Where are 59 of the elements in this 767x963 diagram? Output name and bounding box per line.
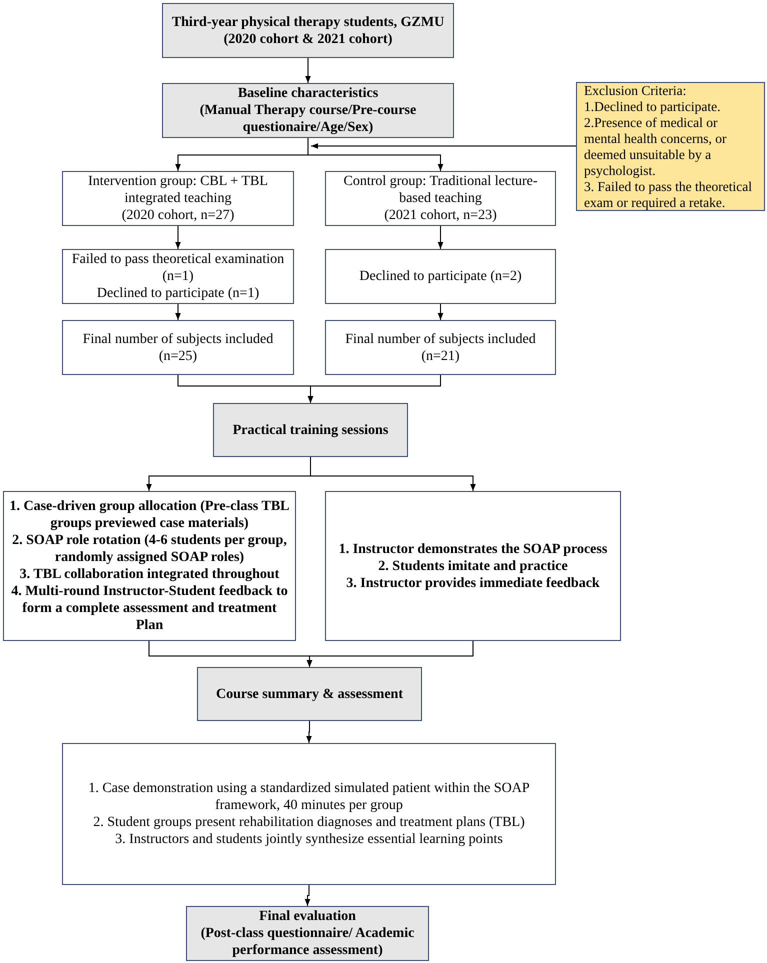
arrow bbox=[304, 884, 310, 906]
arrow bbox=[308, 138, 444, 172]
box-text: 1. Case demonstration using a standardized simulated patient within the SOAP framework, 40 minutes per group bbox=[87, 780, 531, 814]
box-text: 3. TBL collaboration integrated throughout bbox=[20, 566, 280, 583]
box-text: Final evaluation bbox=[259, 908, 356, 925]
box-text: Practical training sessions bbox=[232, 422, 388, 438]
box-text: Failed to pass theoretical examination (n=1) bbox=[70, 251, 286, 285]
arrow bbox=[175, 226, 181, 250]
arrow bbox=[306, 640, 474, 668]
process-box bbox=[162, 3, 454, 58]
box-text: Exclusion Criteria: bbox=[583, 82, 688, 98]
box-text: Final number of subjects included bbox=[345, 330, 536, 348]
process-box bbox=[62, 320, 294, 375]
box-text: Intervention group: CBL + TBL integrated teaching bbox=[87, 173, 269, 207]
box-text: Course summary & assessment bbox=[216, 686, 404, 702]
box-text: (2021 cohort, n=23) bbox=[384, 207, 497, 224]
box-text: Declined to participate (n=2) bbox=[359, 268, 522, 285]
box-text: 2. SOAP role rotation (4-6 students per group, randomly assigned SOAP roles) bbox=[11, 532, 288, 566]
box-text: (Manual Therapy course/Pre-course questionaire/Age/Sex) bbox=[198, 102, 418, 136]
box-text: Final number of subjects included bbox=[82, 330, 274, 348]
box-text: 1. Case-driven group allocation (Pre-class TBL groups previewed case materials) bbox=[8, 498, 290, 532]
box-text: (n=21) bbox=[421, 348, 460, 364]
box-text: Third-year physical therapy students, GZMU (2020 cohort & 2021 cohort) bbox=[170, 14, 446, 48]
box-text: 1. Instructor demonstrates the SOAP process bbox=[338, 540, 608, 558]
process-box bbox=[186, 906, 429, 961]
box-text: Control group: Traditional lecture-based teaching bbox=[342, 173, 539, 207]
arrow bbox=[306, 720, 312, 744]
arrow bbox=[308, 374, 441, 404]
box-text: 2. Student groups present rehabilitation diagnoses and treatment plans (TBL) bbox=[93, 814, 525, 831]
process-box bbox=[325, 171, 556, 226]
arrow bbox=[310, 143, 576, 149]
arrow bbox=[438, 304, 444, 320]
arrow bbox=[438, 226, 444, 250]
box-text: (2020 cohort, n=27) bbox=[122, 207, 234, 224]
process-box bbox=[162, 83, 454, 138]
box-text: 3. Instructors and students jointly synthesize essential learning points bbox=[115, 831, 503, 848]
process-box bbox=[62, 171, 294, 226]
box-text: Baseline characteristics bbox=[238, 85, 378, 102]
box-text: 4. Multi-round Instructor-Student feedback to form a complete assessment and treatment Plan bbox=[10, 583, 289, 634]
box-text: 3. Instructor provides immediate feedback bbox=[346, 574, 600, 592]
process-box bbox=[62, 249, 294, 304]
note-box bbox=[576, 82, 765, 211]
box-text: 1.Declined to participate. bbox=[583, 98, 722, 114]
box-text: (n=25) bbox=[158, 348, 198, 364]
arrow bbox=[305, 58, 311, 84]
box-text: 2. Students imitate and practice bbox=[378, 558, 568, 574]
box-text: 2.Presence of medical or mental health concerns, or deemed unsuitable by a psychologist. bbox=[583, 114, 728, 178]
box-text: Declined to participate (n=1) bbox=[96, 285, 260, 302]
arrow bbox=[310, 456, 476, 492]
process-box bbox=[325, 249, 556, 304]
box-text: 3. Failed to pass the theoretical exam or required a retake. bbox=[583, 178, 753, 210]
arrow bbox=[175, 304, 181, 320]
box-text: (Post-class questionnaire/ Academic performance assessment) bbox=[200, 925, 416, 959]
process-box bbox=[213, 403, 408, 457]
process-box bbox=[197, 667, 422, 721]
process-box bbox=[3, 491, 296, 641]
process-box bbox=[325, 320, 556, 375]
process-box bbox=[325, 491, 621, 641]
process-box bbox=[62, 743, 556, 885]
